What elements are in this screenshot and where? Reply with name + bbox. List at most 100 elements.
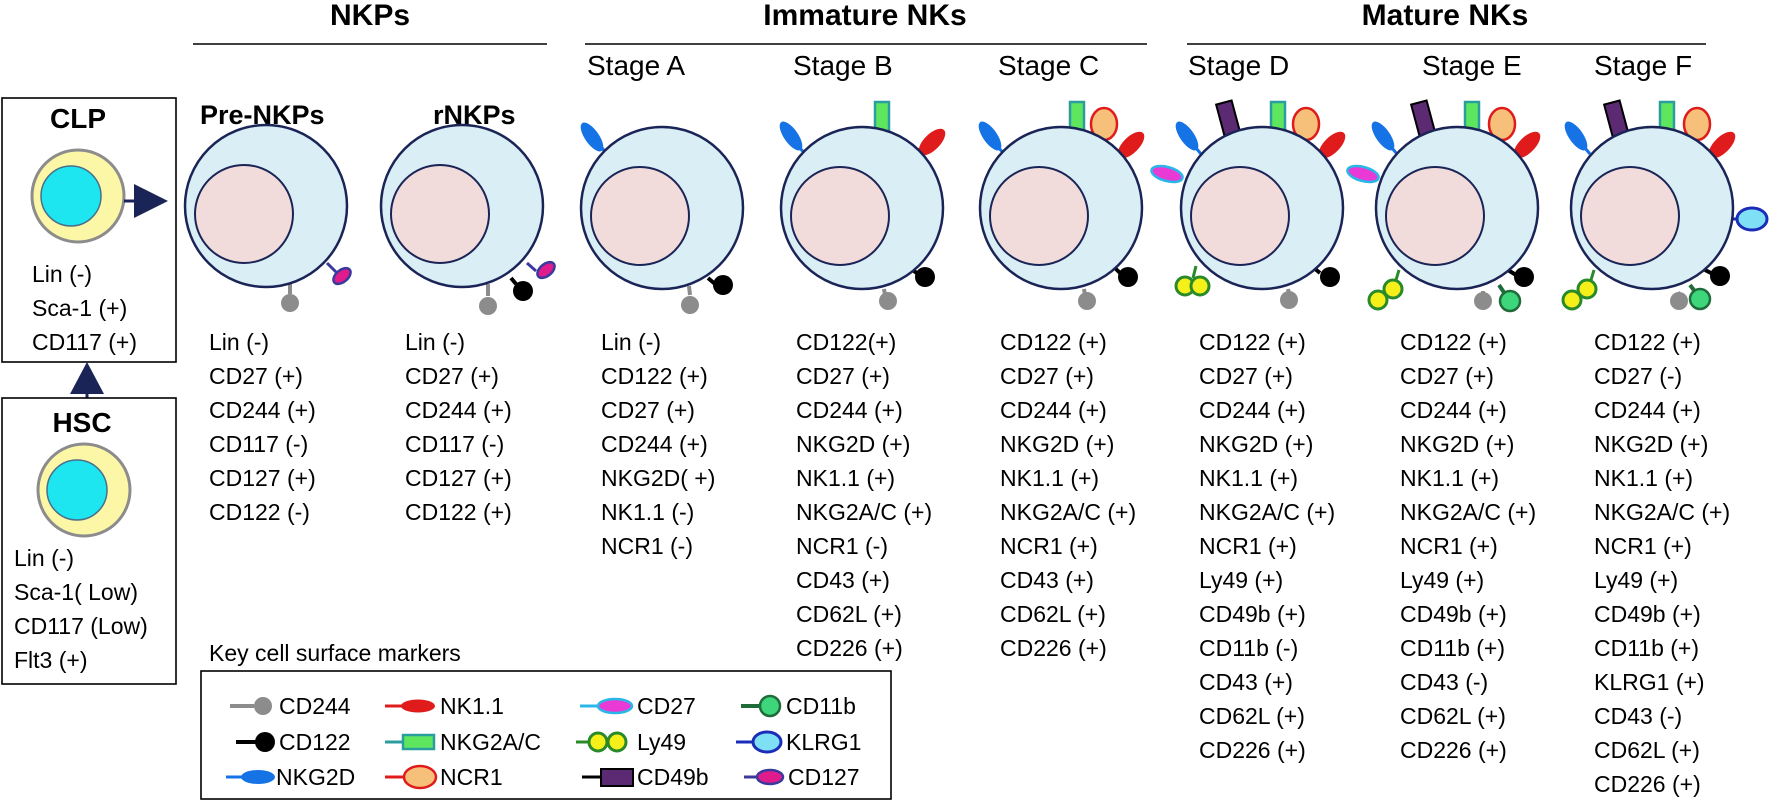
marker-line: CD27 (+) [601,397,695,423]
marker-line: CD27 (+) [209,363,303,389]
clp-cell-nucleus [40,165,102,227]
ly49-marker [1561,269,1598,311]
cell-pre-nkp [183,123,352,312]
stage-label-e: Stage E [1422,50,1522,81]
arrow-hsc-to-clp-head [70,362,104,394]
marker-line: CD27 (+) [796,363,890,389]
key-item-ncr1: NCR1 [385,764,503,790]
marker-list-stage-a: Lin (-) CD122 (+) CD27 (+) CD244 (+) NKG… [601,329,715,559]
clp-marker: Sca-1 (+) [32,295,127,321]
marker-line: NCR1 (-) [601,533,693,559]
key-item-nk11: NK1.1 [385,693,504,719]
marker-line: CD62L (+) [1199,703,1305,729]
key-label: CD122 [279,729,351,755]
marker-line: KLRG1 (+) [1594,669,1705,695]
cd11b-marker [1497,283,1522,313]
group-title-mature: Mature NKs [1362,0,1529,32]
hsc-title: HSC [52,407,111,438]
group-title-nkps: NKPs [330,0,410,32]
marker-list-stage-b: CD122(+) CD27 (+) CD244 (+) NKG2D (+) NK… [796,329,932,661]
marker-line: CD244 (+) [405,397,512,423]
marker-list-stage-f: CD122 (+) CD27 (-) CD244 (+) NKG2D (+) N… [1594,329,1730,797]
marker-line: CD11b (-) [1199,635,1298,661]
cell-stage-b [779,100,946,310]
marker-line: CD43 (+) [1000,567,1094,593]
marker-line: CD27 (-) [1594,363,1682,389]
hsc-marker: Lin (-) [14,545,74,571]
nkg2ac-icon [401,733,436,751]
cd122-icon [255,732,275,752]
marker-line: NCR1 (+) [1000,533,1098,559]
cd122-marker [1113,266,1138,287]
marker-list-rnkps: Lin (-) CD27 (+) CD244 (+) CD117 (-) CD1… [405,329,512,525]
marker-line: CD11b (+) [1594,635,1699,661]
stage-label-a: Stage A [587,50,685,81]
key-label: CD27 [637,693,696,719]
cd122-marker [509,276,533,301]
clp-marker: Lin (-) [32,261,92,287]
cd244-marker [1078,288,1096,310]
nkg2d-marker [580,122,609,155]
marker-line: CD122 (+) [1594,329,1701,355]
stage-label-c: Stage C [998,50,1099,81]
marker-line: CD27 (+) [1199,363,1293,389]
marker-line: NCR1 (-) [796,533,888,559]
cell-rnkp [379,123,556,315]
stage-label-b: Stage B [793,50,893,81]
marker-line: CD127 (+) [405,465,512,491]
marker-line: CD43 (+) [1199,669,1293,695]
marker-line: NKG2D (+) [1000,431,1114,457]
cd244-icon [254,697,272,715]
marker-line: CD27 (+) [1000,363,1094,389]
marker-line: NK1.1 (+) [796,465,895,491]
marker-line: CD49b (+) [1594,601,1701,627]
hsc-marker: CD117 (Low) [14,613,148,639]
arrow-clp-to-prenkp-head [134,184,168,218]
marker-line: NK1.1 (+) [1000,465,1099,491]
cell-nucleus [1385,166,1485,266]
marker-line: NKG2D (+) [1199,431,1313,457]
hsc-box: HSC Lin (-) Sca-1( Low) CD117 (Low) Flt3… [1,397,177,685]
key-label: KLRG1 [786,729,861,755]
cell-nucleus [790,166,890,266]
cd27-icon [596,697,634,715]
cd122-marker [1704,266,1730,286]
hsc-marker: Flt3 (+) [14,647,87,673]
clp-frame [1,97,177,363]
marker-line: Ly49 (+) [1594,567,1678,593]
cd122-marker [1312,266,1340,287]
nkg2d-marker [1175,121,1203,155]
marker-list-stage-e: CD122 (+) CD27 (+) CD244 (+) NKG2D (+) N… [1400,329,1536,763]
key-item-nkg2d: NKG2D [226,764,355,790]
marker-line: CD226 (+) [1000,635,1107,661]
clp-box: CLP Lin (-) Sca-1 (+) CD117 (+) [1,97,177,363]
marker-line: NKG2D (+) [1594,431,1708,457]
cell-nucleus [1580,166,1680,266]
clp-title: CLP [50,103,106,134]
cd127-icon [755,768,785,786]
key-item-cd11b: CD11b [741,693,856,719]
cd244-marker [479,284,497,315]
cell-stage-a [579,122,745,314]
marker-line: CD127 (+) [209,465,316,491]
marker-line: NK1.1 (+) [1594,465,1693,491]
marker-line: CD49b (+) [1400,601,1507,627]
ncr1-icon [402,764,438,790]
key-item-cd127: CD127 [744,764,860,790]
key-label: NKG2A/C [440,729,541,755]
cd244-marker [879,288,897,310]
key-item-nkg2ac: NKG2A/C [385,729,541,755]
cd27-marker [1150,164,1184,184]
marker-line: NKG2D (+) [796,431,910,457]
marker-line: CD27 (+) [1400,363,1494,389]
klrg1-icon [751,730,783,754]
marker-line: NK1.1 (+) [1400,465,1499,491]
cd244-marker [281,284,299,312]
marker-line: Ly49 (+) [1400,567,1484,593]
marker-line: CD62L (+) [1000,601,1106,627]
key-item-cd122: CD122 [236,729,351,755]
marker-line: CD122 (+) [1000,329,1107,355]
stage-label-f: Stage F [1594,50,1692,81]
marker-line: CD226 (+) [796,635,903,661]
